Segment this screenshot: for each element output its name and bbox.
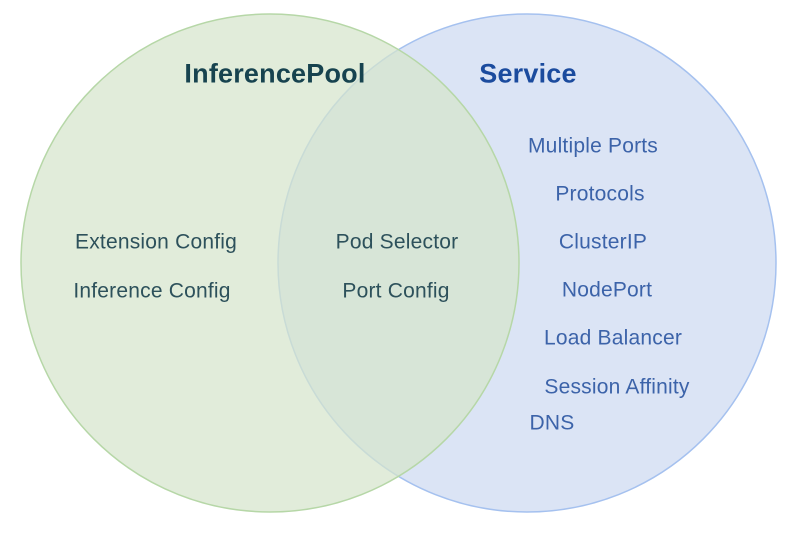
service-item-session-affinity: Session Affinity (544, 375, 690, 399)
inferencepool-title: InferencePool (184, 58, 366, 89)
overlap-item-port-config: Port Config (342, 279, 450, 303)
service-item-nodeport: NodePort (561, 278, 653, 302)
service-item-dns: DNS (529, 411, 575, 435)
service-item-multiple-ports: Multiple Ports (527, 134, 659, 158)
inferencepool-item-extension-config: Extension Config (75, 230, 237, 254)
inferencepool-item-inference-config: Inference Config (73, 279, 231, 303)
overlap-item-pod-selector: Pod Selector (335, 230, 459, 254)
inferencepool-circle (20, 13, 520, 513)
service-item-load-balancer: Load Balancer (543, 326, 683, 350)
service-item-protocols: Protocols (555, 182, 645, 206)
service-title: Service (479, 58, 577, 89)
service-item-clusterip: ClusterIP (558, 230, 648, 254)
